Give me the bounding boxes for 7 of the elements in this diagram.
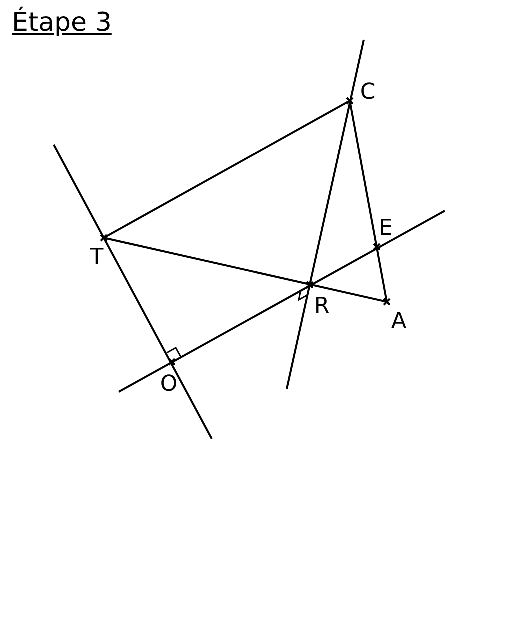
point-label: T: [90, 246, 104, 270]
point-label: E: [379, 217, 393, 241]
point-label: C: [360, 81, 376, 105]
point-label: R: [314, 295, 330, 319]
title: Étape 3: [12, 6, 112, 40]
point-label: O: [160, 373, 178, 397]
point-label: A: [391, 310, 407, 334]
